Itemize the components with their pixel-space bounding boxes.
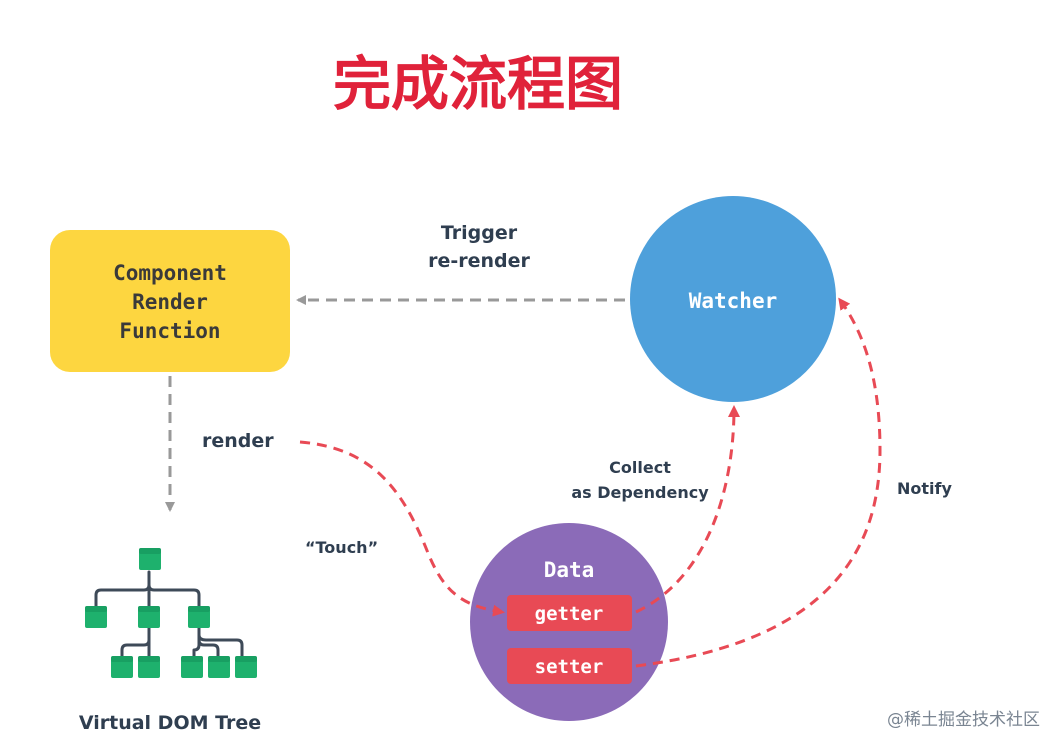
- render-label: render: [202, 430, 274, 452]
- component-render-line-3: Function: [119, 319, 220, 343]
- virtual-dom-tree-icon: [85, 548, 257, 678]
- component-render-function-node: Component Render Function: [50, 230, 290, 372]
- watcher-label: Watcher: [689, 289, 778, 313]
- component-render-line-1: Component: [113, 261, 227, 285]
- watermark: @稀土掘金技术社区: [887, 710, 1040, 730]
- getter-pill: [507, 595, 632, 631]
- trigger-label-line-2: re-render: [428, 250, 530, 272]
- watcher-node: Watcher: [630, 196, 836, 402]
- setter-pill: [507, 648, 632, 684]
- trigger-label-line-1: Trigger: [441, 222, 518, 244]
- tree-node-cubes: [85, 548, 257, 678]
- virtual-dom-tree-label: Virtual DOM Tree: [79, 712, 261, 734]
- collect-label-line-2: as Dependency: [571, 483, 709, 502]
- component-render-line-2: Render: [132, 290, 208, 314]
- notify-arrow: [635, 297, 882, 668]
- notify-label: Notify: [897, 479, 952, 498]
- page-title: 完成流程图: [333, 50, 623, 118]
- data-node: Data getter setter: [470, 523, 668, 721]
- collect-dependency-arrow: [635, 405, 740, 614]
- setter-label: setter: [535, 656, 604, 678]
- touch-label: “Touch”: [305, 538, 378, 557]
- touch-arrow: [299, 440, 505, 617]
- getter-label: getter: [535, 603, 604, 625]
- collect-label-line-1: Collect: [609, 458, 671, 477]
- data-label: Data: [544, 558, 595, 582]
